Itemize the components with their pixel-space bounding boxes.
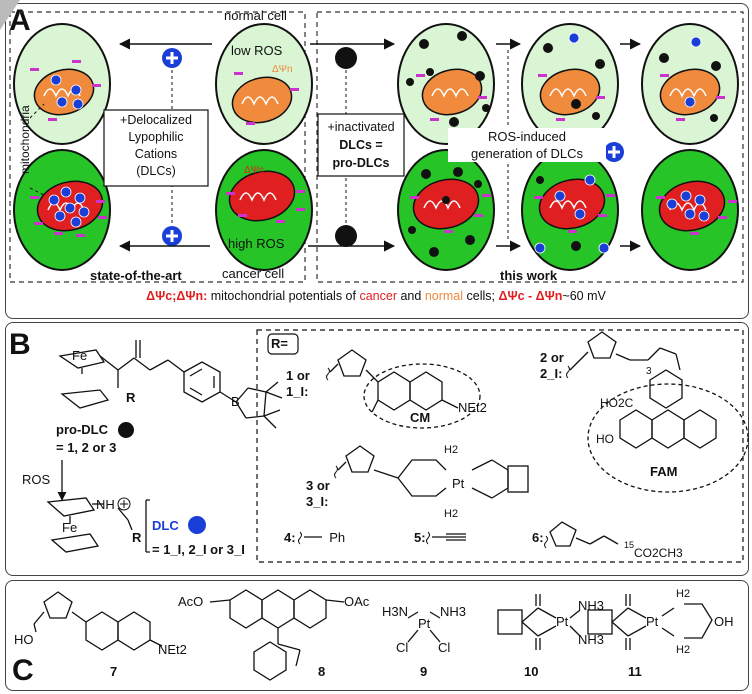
b-cmpd6: 6: — [532, 530, 544, 545]
b-fe-top: Fe — [72, 348, 88, 363]
panel-c-letter: C — [12, 654, 34, 687]
label-state-of-the-art: state-of-the-art — [90, 268, 182, 283]
prodlc-black-dot — [118, 422, 134, 438]
cancer-cell-center — [215, 149, 313, 271]
c-label-8: 8 — [318, 664, 326, 679]
label-normal-cell: normal cell — [224, 8, 287, 23]
c-h2-11a: H2 — [676, 588, 691, 600]
large-prodlc-bottom — [335, 225, 357, 247]
panel-a-caption: ΔΨc;ΔΨn: mitochondrial potentials of can… — [146, 289, 606, 303]
c-nh3-10b: NH3 — [578, 632, 605, 647]
b-net2-1: NEt2 — [458, 400, 487, 415]
dlc-box-text: +Delocalized Lypophilic Cations (DLCs) — [120, 113, 192, 178]
state-of-the-art-box — [9, 11, 306, 283]
panel-c — [5, 580, 749, 691]
panel-b-structures — [46, 329, 749, 563]
panel-a — [5, 3, 749, 319]
b-sub3: 3 — [646, 366, 652, 377]
c-label-9: 9 — [420, 664, 428, 679]
label-psi-c: ΔΨc — [244, 165, 265, 176]
c-aco-8: AcO — [178, 594, 204, 609]
b-r-eq: R= — [271, 336, 288, 351]
label-cancer-cell: cancer cell — [222, 266, 285, 281]
b-boron: B — [231, 394, 240, 409]
panel-a-diagram — [0, 0, 744, 283]
b-cm-label: CM — [410, 410, 431, 425]
ros-induced-text: ROS-induced generation of DLCs — [448, 128, 606, 162]
label-low-ros: low ROS — [231, 43, 283, 58]
normal-cell-work-2 — [521, 23, 619, 145]
large-dlc-cation-work — [604, 142, 624, 162]
normal-cell-work-1 — [397, 23, 495, 145]
b-ros: ROS — [22, 472, 51, 487]
prodlc-definition-box — [317, 113, 405, 177]
label-this-work: this work — [500, 268, 558, 283]
this-work-box — [316, 11, 744, 283]
dlc-definition-box — [103, 109, 209, 187]
b-r-top: R — [126, 390, 136, 405]
c-nh3-9: NH3 — [440, 604, 467, 619]
large-prodlc-top — [335, 47, 357, 69]
b-co2ch3: CO2CH3 — [634, 546, 683, 560]
large-dlc-cation-top — [162, 48, 182, 68]
c-oh-11: OH — [714, 614, 734, 629]
b-h2-top: H2 — [444, 444, 459, 456]
c-h3n-9: H3N — [382, 604, 409, 619]
b-ho-fam: HO — [596, 432, 614, 446]
label-high-ros: high ROS — [228, 236, 285, 251]
label-psi-n: ΔΨn — [272, 64, 293, 75]
c-cl-9a: Cl — [396, 640, 409, 655]
c-cl-9b: Cl — [438, 640, 451, 655]
prodlc-dots — [406, 31, 721, 257]
large-dlc-cation-bottom — [162, 226, 182, 246]
panel-b-letter: B — [9, 328, 31, 361]
c-pt-9: Pt — [418, 616, 431, 631]
c-label-10: 10 — [524, 664, 539, 679]
b-cmpd5: 5: — [414, 530, 426, 545]
label-mitochondria: mitochondria — [18, 105, 32, 174]
c-net2-7: NEt2 — [158, 642, 187, 657]
b-sub15: 15 — [624, 540, 635, 550]
cancer-cell-left — [13, 149, 111, 271]
c-oac-8: OAc — [344, 594, 370, 609]
b-nh: NH — [96, 497, 115, 512]
panel-b — [5, 322, 749, 576]
membrane-charges — [30, 60, 737, 237]
panel-c-structures — [33, 589, 713, 681]
dlc-blue-dot — [188, 516, 206, 534]
b-h2-bottom: H2 — [444, 508, 459, 520]
arrows — [118, 38, 642, 252]
b-fam-label: FAM — [650, 464, 678, 479]
b-dlc-label: DLC — [152, 518, 179, 533]
c-pt-10: Pt — [556, 614, 569, 629]
b-cmpd4: 4: Ph — [284, 530, 346, 545]
c-label-11: 11 — [628, 664, 642, 679]
normal-cell-center — [215, 23, 313, 145]
cancer-cell-work-1 — [397, 149, 495, 271]
b-fe-bottom: Fe — [62, 520, 78, 535]
c-h2-11b: H2 — [676, 644, 691, 656]
b-pro-dlc-label: pro-DLC — [56, 422, 108, 437]
b-pt: Pt — [452, 476, 465, 491]
c-nh3-10a: NH3 — [578, 598, 605, 613]
prodlc-box-text: +inactivated DLCs = pro-DLCs — [327, 120, 395, 170]
dashed-connectors — [29, 50, 509, 240]
c-pt-11: Pt — [646, 614, 659, 629]
normal-cell-work-3 — [641, 23, 739, 145]
b-r-bottom: R — [132, 530, 142, 545]
mito-cations — [48, 32, 710, 254]
b-dlc-eq: = 1_I, 2_I or 3_I — [152, 542, 245, 557]
c-label-7: 7 — [110, 664, 118, 679]
b-pro-dlc-eq: = 1, 2 or 3 — [56, 440, 117, 455]
c-ho-7: HO — [14, 632, 34, 647]
b-ho2c: HO2C — [600, 396, 634, 410]
